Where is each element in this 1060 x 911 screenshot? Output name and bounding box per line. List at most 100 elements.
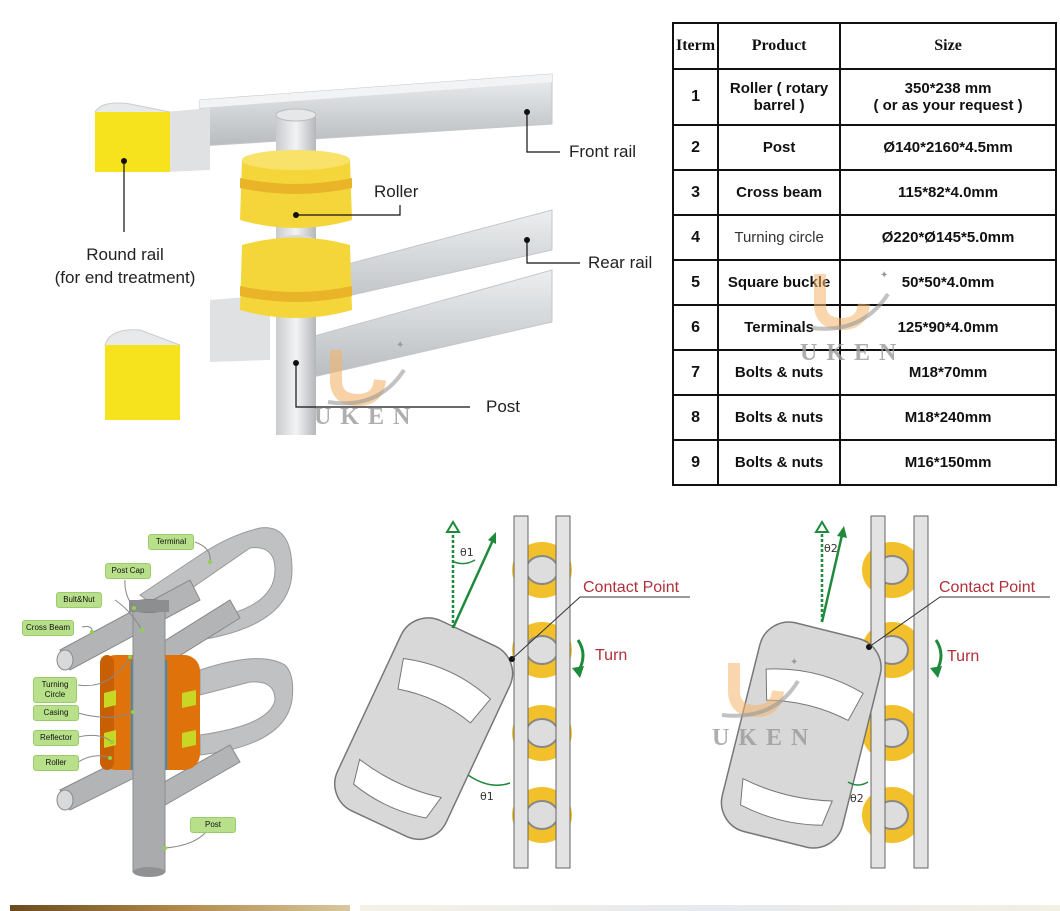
table-row: 3 Cross beam 115*82*4.0mm [671,169,1057,216]
tag-post-cap: Post Cap [105,563,151,579]
label-roller: Roller [374,182,419,201]
terminal-lower [199,658,294,756]
table-row: 1 Roller ( rotary barrel ) 350*238 mm ( … [671,68,1057,126]
svg-text:✦: ✦ [790,657,798,668]
cell-size: 350*238 mm ( or as your request ) [839,68,1057,126]
table-row: 2 Post Ø140*2160*4.5mm [671,124,1057,171]
cell-item: 7 [671,349,720,396]
cell-size: M18*240mm [839,394,1057,441]
impact-drawing-1 [334,515,690,869]
label-post: Post [486,397,521,416]
uken-logo-watermark: ✦ UKEN [314,340,418,440]
cell-size: 50*50*4.0mm [839,259,1057,306]
cell-product: Bolts & nuts [717,439,842,486]
table-row: 6 Terminals 125*90*4.0mm [671,304,1057,351]
leader-dots [90,560,212,850]
svg-text:✦: ✦ [880,270,888,281]
label-rear-rail: Rear rail [588,253,653,272]
uken-watermark-text: UKEN [712,725,818,751]
rollers [512,515,572,869]
turn-arrow-2 [930,639,943,678]
theta-label-top-1: θ1 [460,546,474,559]
contact-leader [868,596,1050,648]
cell-item: 5 [671,259,720,306]
cell-item: 4 [671,214,720,261]
table-row: 7 Bolts & nuts M18*70mm [671,349,1057,396]
round-rail-lower [104,329,181,420]
uken-logo-watermark: ✦ UKEN [712,655,822,755]
uken-watermark-text: UKEN [800,340,906,366]
contact-point-label-1: Contact Point [583,579,680,596]
cell-item: 6 [671,304,720,351]
tag-roller: Roller [33,755,79,771]
table-header-row: Iterm Product Size [671,22,1057,70]
cell-product: Cross beam [717,169,842,216]
roller-barrier-drawing [94,73,580,435]
label-front-rail: Front rail [569,142,637,161]
direction-arrows-1 [445,520,511,786]
cell-size: M18*70mm [839,349,1057,396]
exploded-assembly-drawing [56,527,294,877]
cell-product: Roller ( rotary barrel ) [717,68,842,126]
turn-label-1: Turn [595,647,628,664]
cell-item: 2 [671,124,720,171]
table-row: 9 Bolts & nuts M16*150mm [671,439,1057,486]
tag-bolt-nut: Bult&Nut [56,592,102,608]
roller-upper [240,150,401,228]
header-size: Size [839,22,1057,70]
car-1 [334,617,514,840]
exploded-assembly-diagram: Terminal Post Cap Bult&Nut Cross Beam Tu… [0,500,320,880]
uken-logo-watermark: ✦ UKEN [800,268,910,368]
table-row: 8 Bolts & nuts M18*240mm [671,394,1057,441]
cell-item: 8 [671,394,720,441]
contact-point-label-2: Contact Point [939,579,1036,596]
spec-table: Iterm Product Size 1 Roller ( rotary bar… [671,22,1057,486]
leader-lines [77,541,211,849]
header-item: Iterm [671,22,720,70]
theta-label-bottom-2: θ2 [850,792,864,805]
terminal-upper [139,527,293,641]
tag-casing: Casing [33,705,79,721]
cell-product: Bolts & nuts [717,394,842,441]
impact-diagram-2: Contact Point Turn θ2 θ2 [700,500,1060,880]
turn-arrow-1 [572,639,585,678]
impact-diagram-1: Contact Point Turn θ1 θ1 [320,500,700,880]
table-row: 4 Turning circle Ø220*Ø145*5.0mm [671,214,1057,261]
header-product: Product [717,22,842,70]
direction-arrows-2 [814,520,869,786]
cell-size: M16*150mm [839,439,1057,486]
cell-item: 3 [671,169,720,216]
uken-logo-icon: ✦ [721,657,800,718]
svg-text:✦: ✦ [396,340,404,351]
next-image-edge-right [360,905,1060,911]
uken-watermark-text: UKEN [314,404,420,430]
theta-label-top-2: θ2 [824,542,838,555]
theta-label-bottom-1: θ1 [480,790,494,803]
cell-size: Ø140*2160*4.5mm [839,124,1057,171]
roller-lower [240,235,352,318]
cell-product: Bolts & nuts [717,349,842,396]
cell-item: 1 [671,68,720,126]
round-rail-subtext: (for end treatment) [54,268,196,287]
cell-size: 115*82*4.0mm [839,169,1057,216]
tag-post: Post [190,817,236,833]
front-rail [165,73,553,172]
tag-cross-beam: Cross Beam [22,620,74,636]
cell-size-line2: ( or as your request ) [873,97,1023,114]
next-image-edge-left [10,905,350,911]
uken-logo-icon: ✦ [327,340,406,407]
label-round-rail: Round rail (for end treatment) [40,245,210,288]
table-row: 5 Square buckle 50*50*4.0mm [671,259,1057,306]
car-2 [720,621,882,849]
cell-product: Post [717,124,842,171]
cell-size: Ø220*Ø145*5.0mm [839,214,1057,261]
tag-turning-circle: Turning Circle [33,677,77,703]
round-rail-upper [94,102,171,232]
uken-logo-icon: ✦ [811,270,890,331]
turn-label-2: Turn [947,648,980,665]
tag-terminal: Terminal [148,534,194,550]
round-rail-text: Round rail [86,245,164,264]
exploded-post [129,599,169,877]
cell-product: Turning circle [717,214,842,261]
tag-reflector: Reflector [33,730,79,746]
